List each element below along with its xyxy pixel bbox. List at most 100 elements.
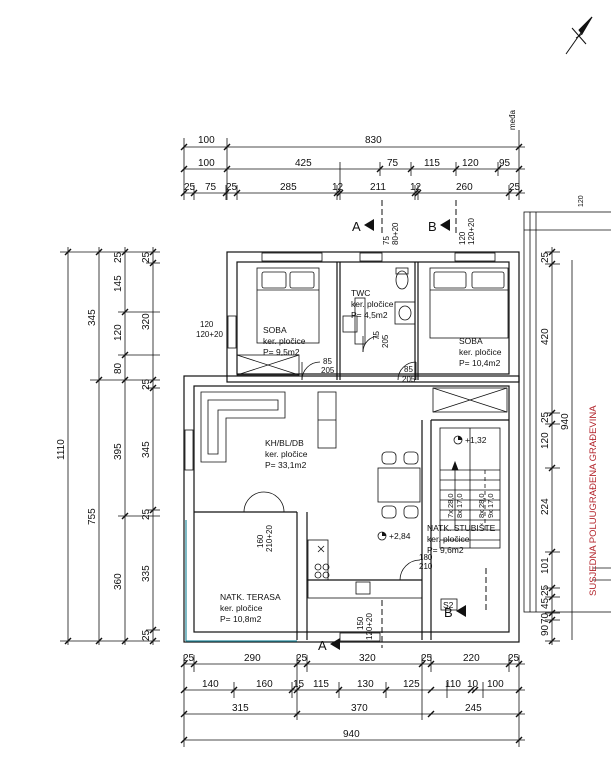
section-mark-a-bottom: A — [318, 600, 383, 653]
dim-left-c3-4: 335 — [141, 565, 152, 582]
svg-text:P= 10,4m2: P= 10,4m2 — [459, 358, 501, 368]
neighbor-label: SUSJEDNA POLUUGRAĐENA GRAĐEVINA — [588, 405, 599, 596]
room-stairwell: NATK. STUBIŠTE ker. pločice P= 9,6m2 — [427, 523, 496, 555]
door1-h: 205 — [321, 366, 335, 375]
svg-text:A: A — [318, 638, 327, 653]
dim-left-c2-2: 120 — [113, 324, 124, 341]
dim-bot1-4: 25 — [421, 653, 433, 664]
twc-door-w: 75 — [372, 331, 381, 340]
stair-door-w: 180 — [419, 553, 433, 562]
svg-text:P= 33,1m2: P= 33,1m2 — [265, 460, 307, 470]
dim-bot2-7: 10 — [467, 679, 479, 690]
wardrobe-soba-1 — [236, 354, 300, 376]
stair-run-1: 7x 28,0 — [446, 493, 455, 518]
dim-bot3-0: 315 — [232, 703, 249, 714]
bottom-dimension-ticks — [180, 660, 523, 744]
room-terrace: NATK. TERASA ker. pločice P= 10,8m2 — [220, 592, 281, 624]
wardrobe-soba-2 — [432, 387, 508, 413]
svg-text:ker. pločice: ker. pločice — [351, 299, 394, 309]
svg-text:P= 9,5m2: P= 9,5m2 — [263, 347, 300, 357]
dim-row2-1: 425 — [295, 158, 312, 169]
svg-text:ker. pločice: ker. pločice — [459, 347, 502, 357]
dim-bot1-3: 320 — [359, 653, 376, 664]
dim-left-c2-3: 80 — [113, 362, 124, 374]
dim-bot1-0: 25 — [183, 653, 195, 664]
meda-label: međa — [508, 109, 517, 130]
kitchen-counter — [307, 539, 423, 599]
dim-right-1: 420 — [540, 328, 551, 345]
right-dimension-ticks — [548, 248, 556, 645]
stair-run-4: 9x 17,0 — [486, 493, 495, 518]
top-dimension-ticks — [180, 143, 523, 197]
dim-bot2-6: 110 — [445, 679, 461, 690]
level-marker-1: +1,32 — [453, 435, 487, 445]
doors — [243, 335, 421, 581]
room-soba-1: SOBA ker. pločice P= 9,5m2 — [263, 325, 306, 357]
dim-top-100: 100 — [198, 135, 215, 146]
kitchen-window-w: 120+20 — [365, 613, 374, 640]
dim-right-5: 101 — [540, 557, 551, 574]
bed-soba-2 — [429, 267, 509, 339]
dim-bot3-2: 245 — [465, 703, 482, 714]
soba2-window-w: 120 — [458, 231, 467, 245]
bathroom-fixtures — [342, 267, 416, 345]
north-arrow-icon — [565, 16, 593, 55]
dim-row2-5: 95 — [499, 158, 511, 169]
dim-row3-4: 12 — [332, 182, 344, 193]
dim-right-4: 224 — [540, 498, 551, 515]
dim-bot2-8: 100 — [487, 679, 504, 690]
section-mark-b-top: B — [428, 200, 457, 236]
neighbor-building-outline — [523, 211, 611, 613]
dim-left-c2-5: 360 — [113, 573, 124, 590]
dim-top-830: 830 — [365, 135, 382, 146]
dim-bot2-1: 160 — [256, 679, 273, 690]
dim-neighbor-top: 120 — [578, 195, 585, 207]
dim-bot3-1: 370 — [351, 703, 368, 714]
svg-text:ker. pločice: ker. pločice — [263, 336, 306, 346]
svg-text:SOBA: SOBA — [459, 336, 483, 346]
dim-row2-4: 120 — [462, 158, 479, 169]
terrace-door-w: 160 — [256, 534, 265, 548]
left-dimension-lines — [60, 247, 160, 645]
dim-left-c2-1: 145 — [113, 275, 124, 292]
room-twc: TWC ker. pločice P= 4,5m2 — [351, 288, 394, 320]
dim-bot1-2: 25 — [296, 653, 308, 664]
svg-text:B: B — [428, 219, 437, 234]
svg-text:+2,84: +2,84 — [389, 531, 411, 541]
dim-row3-5: 211 — [370, 182, 386, 193]
dim-bot2-2: 15 — [293, 679, 305, 690]
svg-text:SOBA: SOBA — [263, 325, 287, 335]
dim-right-3: 120 — [540, 432, 551, 449]
svg-text:P= 9,6m2: P= 9,6m2 — [427, 545, 464, 555]
dim-left-c3-0: 320 — [141, 313, 152, 330]
room-soba-2: SOBA ker. pločice P= 10,4m2 — [459, 336, 502, 368]
stair-door-h: 210 — [419, 562, 433, 571]
dim-row3-2: 25 — [226, 182, 238, 193]
twc-door-h: 205 — [381, 334, 390, 348]
dim-row2-0: 100 — [198, 158, 215, 169]
dim-row3-3: 285 — [280, 182, 297, 193]
dim-row3-8: 25 — [509, 182, 521, 193]
window-tag-s2: S2 — [440, 598, 458, 611]
svg-text:ker. pločice: ker. pločice — [427, 534, 470, 544]
dim-right-7: 45 — [540, 597, 551, 609]
level-marker-2: +2,84 — [377, 531, 411, 541]
svg-text:P= 4,5m2: P= 4,5m2 — [351, 310, 388, 320]
dim-bot1-1: 290 — [244, 653, 261, 664]
dim-right-2: 25 — [540, 411, 551, 423]
dim-right-940: 940 — [560, 413, 571, 430]
dim-right-0: 25 — [540, 251, 551, 263]
stair-run-2: 8x 17,0 — [455, 493, 464, 518]
dim-row3-1: 75 — [205, 182, 217, 193]
interior-shaft — [317, 391, 337, 449]
dim-bot2-4: 130 — [357, 679, 374, 690]
top-dimension-lines — [183, 130, 525, 200]
soba1-window-h: 120+20 — [196, 330, 223, 339]
soba2-window-h: 120+20 — [467, 218, 476, 245]
section-mark-a-top: A — [352, 200, 383, 236]
dim-row3-0: 25 — [184, 182, 196, 193]
dim-left-1110: 1110 — [56, 439, 67, 460]
kitchen-window-h: 150 — [356, 616, 365, 630]
dim-left-345: 345 — [87, 309, 98, 326]
stair-run-3: 8x 28,0 — [477, 493, 486, 518]
